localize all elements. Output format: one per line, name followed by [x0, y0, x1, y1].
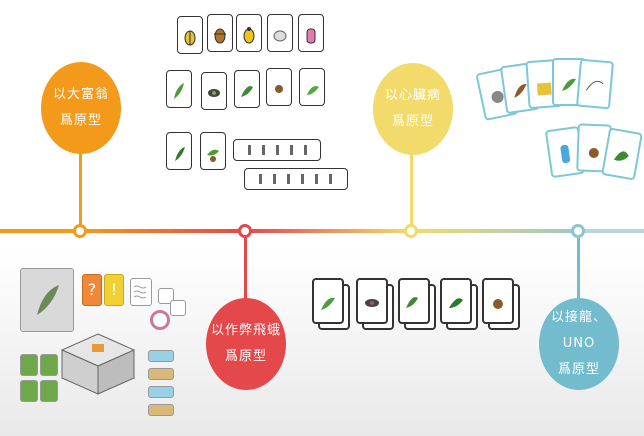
bug-card-icon	[298, 14, 324, 52]
stem-yellow	[410, 150, 413, 226]
timeline-node-3	[404, 224, 418, 238]
label-tile	[148, 404, 174, 416]
leaf-card-icon	[601, 127, 643, 181]
timeline-segment-blue	[578, 229, 644, 233]
stem-red	[244, 238, 247, 302]
leaf-tile	[40, 354, 58, 376]
timeline-node-2	[238, 224, 252, 238]
label-tile	[148, 368, 174, 380]
timeline-segment-orange	[0, 229, 80, 233]
prototype-monopoly-line2: 爲原型	[59, 113, 102, 128]
stem-blue	[577, 238, 580, 302]
leaf-card-icon	[234, 70, 260, 108]
leaf-card-icon	[525, 58, 563, 110]
leaf-tile	[20, 380, 38, 402]
card-strip	[233, 139, 321, 161]
stem-orange	[79, 148, 82, 226]
leaf-card-icon	[576, 123, 612, 173]
dice-icon	[170, 300, 186, 316]
card-strip	[244, 168, 348, 190]
timeline-segment-yellow-blue	[411, 229, 578, 233]
board-box	[60, 333, 136, 395]
leaf-card-icon	[312, 278, 344, 324]
leaf-card-icon	[201, 72, 227, 110]
prototype-slapjack: 以心臟病 爲原型	[373, 63, 453, 155]
leaf-card-icon	[266, 68, 292, 106]
leaf-card-icon	[166, 70, 192, 108]
leaf-card-icon	[475, 66, 519, 122]
prototype-slapjack-line1: 以心臟病	[384, 88, 441, 103]
bug-card-icon	[207, 14, 233, 52]
timeline-segment-orange-red	[80, 229, 245, 233]
label-tile	[148, 350, 174, 362]
prototype-uno: 以接龍、UNO 爲原型	[539, 298, 619, 390]
prototype-monopoly: 以大富翁 爲原型	[41, 62, 121, 154]
leaf-card-icon	[166, 132, 192, 170]
leaf-card-icon	[575, 58, 615, 110]
timeline-segment-red-yellow	[245, 229, 411, 233]
leaf-card-icon	[398, 278, 430, 324]
prototype-cheating-moth: 以作弊飛蛾 爲原型	[206, 298, 286, 390]
wave-card	[130, 278, 152, 306]
prototype-cheating-moth-line1: 以作弊飛蛾	[210, 323, 281, 338]
timeline-node-4	[571, 224, 585, 238]
leaf-card-icon	[499, 61, 541, 115]
prototype-uno-line2: 爲原型	[557, 362, 600, 377]
question-card: ?	[82, 274, 102, 306]
game-board	[20, 268, 74, 332]
leaf-card-icon	[200, 132, 226, 170]
leaf-card-icon	[544, 125, 586, 179]
exclaim-card: !	[104, 274, 124, 306]
prototype-uno-line1: 以接龍、UNO	[550, 310, 607, 351]
leaf-card-icon	[482, 278, 514, 324]
prototype-cheating-moth-line2: 爲原型	[224, 349, 267, 364]
leaf-card-icon	[299, 68, 325, 106]
leaf-card-icon	[356, 278, 388, 324]
bug-card-icon	[177, 16, 203, 54]
timeline-node-1	[73, 224, 87, 238]
bug-card-icon	[267, 14, 293, 52]
leaf-tile	[20, 354, 38, 376]
bug-card-icon	[236, 14, 262, 52]
prototype-monopoly-line1: 以大富翁	[52, 87, 109, 102]
token-icon	[150, 310, 170, 330]
leaf-tile	[40, 380, 58, 402]
leaf-card-icon	[440, 278, 472, 324]
label-tile	[148, 386, 174, 398]
prototype-slapjack-line2: 爲原型	[391, 114, 434, 129]
